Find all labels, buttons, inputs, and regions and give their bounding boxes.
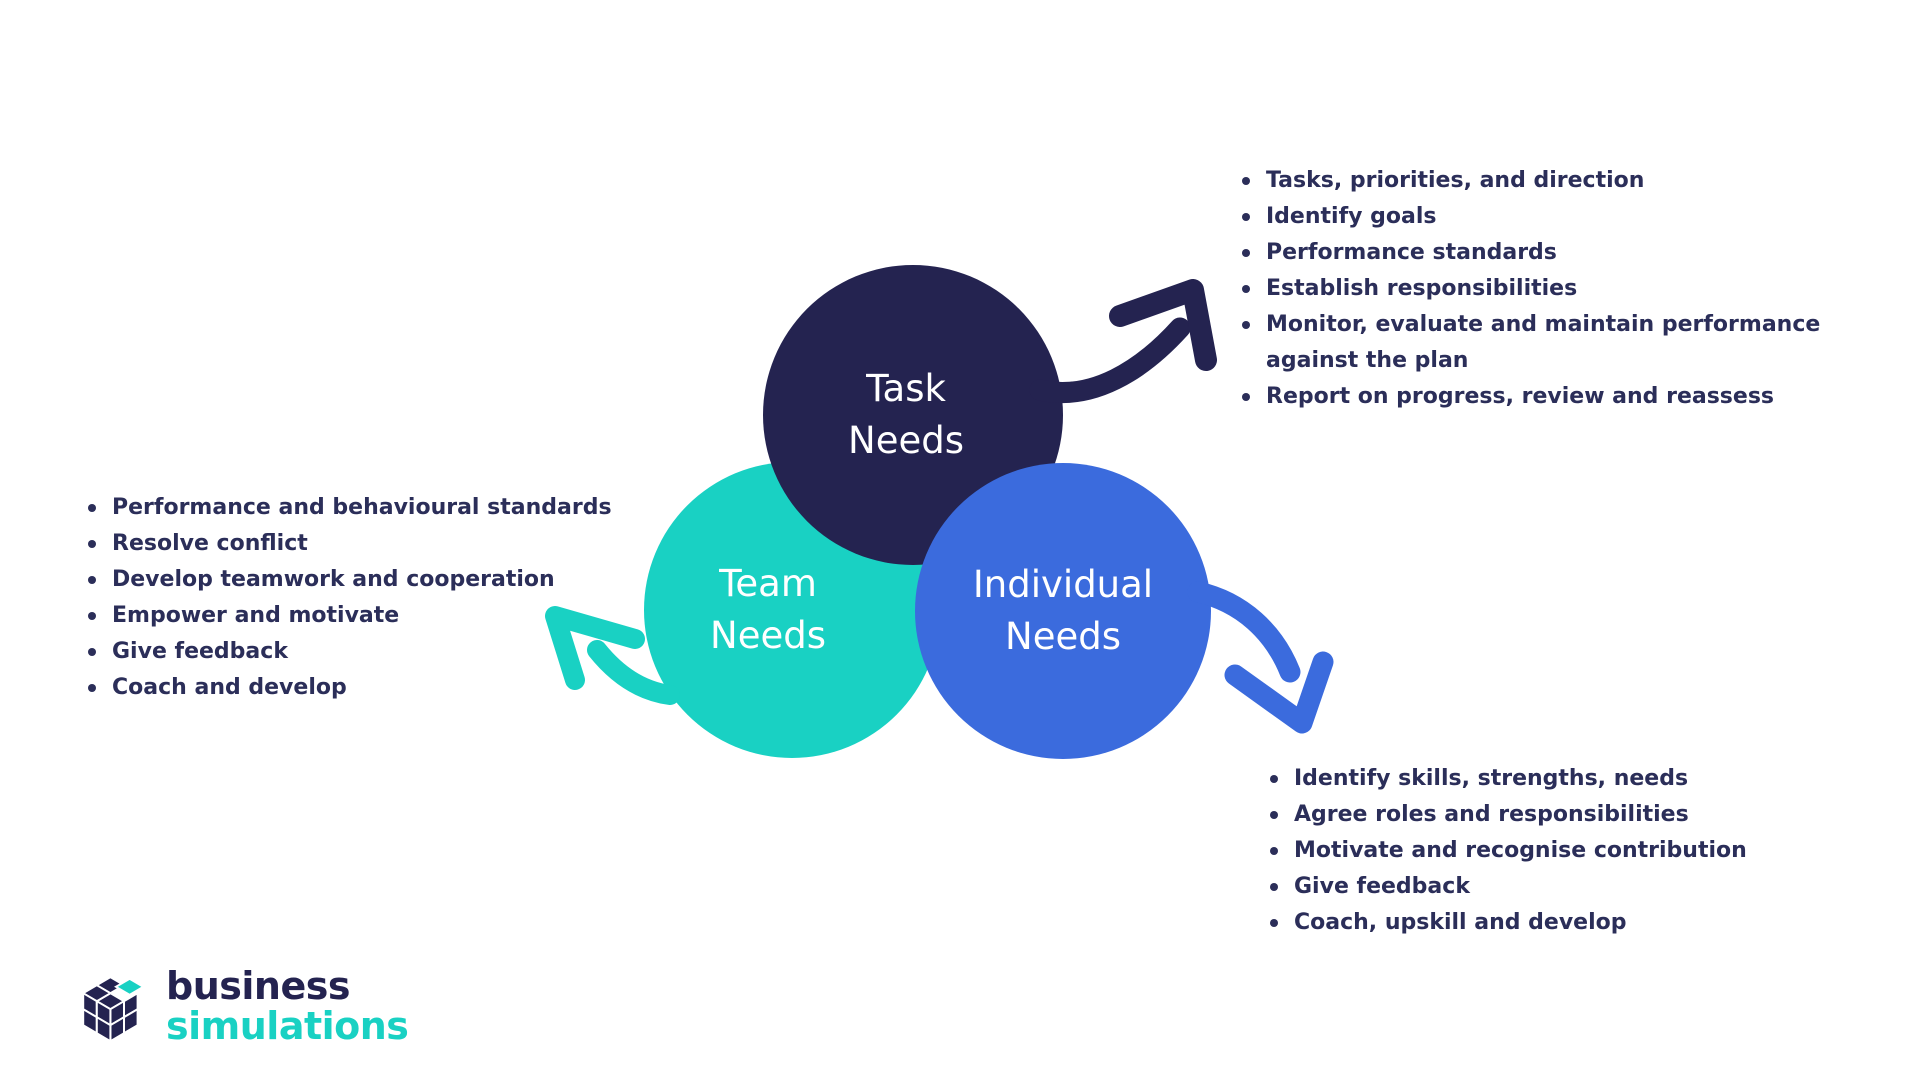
list-item: Identify skills, strengths, needs bbox=[1268, 761, 1828, 797]
list-item: Give feedback bbox=[1268, 869, 1828, 905]
business-simulations-logo: business simulations bbox=[72, 962, 409, 1050]
task-needs-label-line1: Task bbox=[866, 367, 946, 410]
list-item: Develop teamwork and cooperation bbox=[86, 562, 646, 598]
list-item: Monitor, evaluate and maintain performan… bbox=[1240, 307, 1890, 379]
list-item: Report on progress, review and reassess bbox=[1240, 379, 1890, 415]
individual-needs-list: Identify skills, strengths, needs Agree … bbox=[1268, 761, 1828, 941]
list-item: Agree roles and responsibilities bbox=[1268, 797, 1828, 833]
list-item: Empower and motivate bbox=[86, 598, 646, 634]
list-item: Resolve conflict bbox=[86, 526, 646, 562]
task-needs-label-line2: Needs bbox=[848, 419, 964, 462]
individual-needs-label-line2: Needs bbox=[1005, 615, 1121, 658]
list-item: Performance and behavioural standards bbox=[86, 490, 646, 526]
list-item: Tasks, priorities, and direction bbox=[1240, 163, 1890, 199]
team-needs-label-line2: Needs bbox=[710, 614, 826, 657]
logo-word-business: business bbox=[166, 964, 350, 1008]
team-arrow-icon bbox=[545, 606, 680, 705]
list-item: Coach, upskill and develop bbox=[1268, 905, 1828, 941]
individual-needs-circle: Individual Needs bbox=[915, 463, 1211, 759]
list-item: Establish responsibilities bbox=[1240, 271, 1890, 307]
logo-wordmark: business simulations bbox=[166, 964, 409, 1048]
list-item: Coach and develop bbox=[86, 670, 646, 706]
list-item: Performance standards bbox=[1240, 235, 1890, 271]
task-needs-list: Tasks, priorities, and direction Identif… bbox=[1240, 163, 1890, 415]
list-item: Motivate and recognise contribution bbox=[1268, 833, 1828, 869]
team-needs-label-line1: Team bbox=[719, 562, 817, 605]
individual-arrow-icon bbox=[1187, 581, 1334, 734]
individual-needs-label-line1: Individual bbox=[972, 563, 1154, 606]
list-item: Identify goals bbox=[1240, 199, 1890, 235]
team-needs-list: Performance and behavioural standards Re… bbox=[86, 490, 646, 706]
task-arrow-icon bbox=[1029, 279, 1217, 404]
cube-logo-icon bbox=[81, 976, 146, 1043]
list-item: Give feedback bbox=[86, 634, 646, 670]
logo-word-simulations: simulations bbox=[166, 1004, 409, 1048]
